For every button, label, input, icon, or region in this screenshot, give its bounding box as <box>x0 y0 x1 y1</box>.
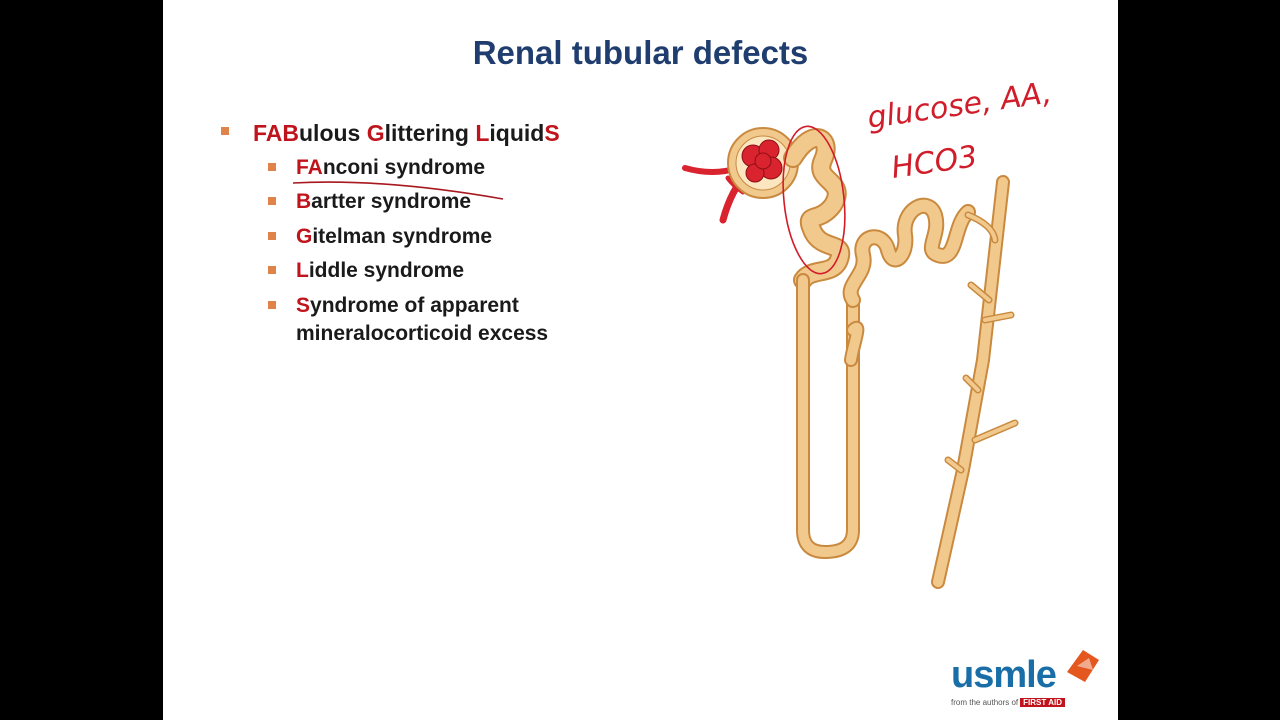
slide-title: Renal tubular defects <box>472 34 809 71</box>
bullet-list: FABulous Glittering LiquidS FAnconi synd… <box>163 0 763 400</box>
nephron-diagram: glucose, AA, HCO3 <box>292 75 1054 589</box>
bullet-main-text: littering <box>384 120 476 146</box>
bullet-main-hl: S <box>544 120 560 146</box>
logo-mark-icon <box>1067 650 1099 682</box>
bullet-marker <box>221 127 229 135</box>
bullet-item-hl: G <box>296 225 313 248</box>
logo-tagline-text: from the authors of <box>951 698 1019 707</box>
proximal-tubule-circle <box>782 125 846 275</box>
bullet-item-text: iddle syndrome <box>308 259 465 282</box>
annotation-line2: HCO3 <box>889 139 979 186</box>
slide: Renal tubular defects FABulous Glitterin… <box>163 0 1118 720</box>
bullet-item-hl: L <box>296 259 309 282</box>
first-aid-badge: FIRST AID <box>1020 698 1065 707</box>
bullet-item-text: artter syndrome <box>311 190 472 213</box>
annotation-line1: glucose, AA, <box>865 75 1054 135</box>
bullet-main: FABulous Glittering LiquidS <box>253 120 560 147</box>
bullet-marker <box>268 163 276 171</box>
bullet-marker <box>268 266 276 274</box>
bullet-item-text: itelman syndrome <box>312 225 493 248</box>
bullet-item-hl: FA <box>296 156 323 179</box>
fanconi-underline <box>292 181 504 200</box>
bullet-item-ame-line2: mineralocorticoid excess <box>296 322 549 345</box>
bullet-item-text: nconi syndrome <box>322 156 486 179</box>
bullet-item-hl: B <box>296 190 312 213</box>
logo-wordmark: usmle <box>951 654 1057 696</box>
bullet-main-text: iquid <box>489 120 545 146</box>
bullet-main-hl: L <box>475 120 490 146</box>
bullet-item-ame: Syndrome of apparent <box>296 294 519 318</box>
bullet-item-bartter: Bartter syndrome <box>296 190 471 214</box>
bullet-item-hl: S <box>296 294 311 317</box>
loop-of-henle <box>796 273 860 560</box>
bullet-item-liddle: Liddle syndrome <box>296 259 464 283</box>
glomerulus-icon <box>741 139 783 183</box>
bullet-main-hl: FAB <box>253 120 299 146</box>
bullet-item-gitelman: Gitelman syndrome <box>296 225 492 249</box>
bullet-item-text: yndrome of apparent <box>310 294 519 317</box>
bullet-marker <box>268 197 276 205</box>
bullet-main-text: ulous <box>299 120 367 146</box>
bullet-marker <box>268 232 276 240</box>
bullet-item-fanconi: FAnconi syndrome <box>296 156 485 180</box>
bullet-main-hl: G <box>366 120 385 146</box>
bullet-marker <box>268 301 276 309</box>
